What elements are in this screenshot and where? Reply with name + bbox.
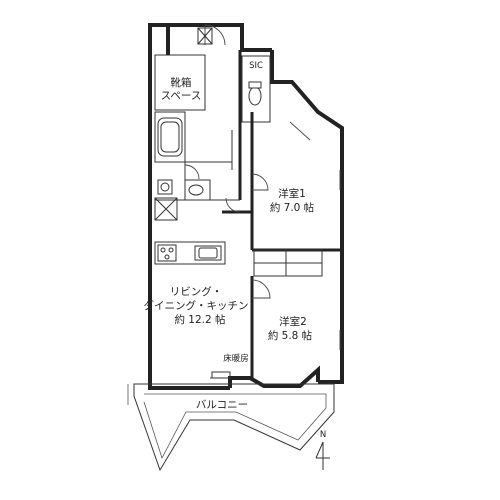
balcony-label: バルコニー (196, 399, 248, 411)
sic-label: SIC (249, 61, 263, 71)
compass-n-label: N (320, 430, 326, 440)
western1-name: 洋室1 (278, 187, 306, 200)
north-compass: N (315, 430, 330, 470)
western2-name: 洋室2 (279, 315, 307, 328)
ldk-size: 約 12.2 帖 (174, 313, 226, 326)
ldk-name-2: ダイニング・キッチン (144, 299, 249, 312)
floor-heating-label: 床暖房 (223, 353, 249, 364)
ldk-name-1: リビング・ (170, 285, 223, 298)
fixtures (157, 81, 262, 262)
shoe-space-label-1: 靴箱 (171, 76, 192, 89)
doors (184, 24, 341, 379)
room-labels: 靴箱 スペース SIC 洋室1 約 7.0 帖 リビング・ ダイニング・キッチン… (144, 61, 315, 411)
western1-size: 約 7.0 帖 (270, 201, 315, 214)
compass-arrow-icon (315, 441, 330, 470)
western2-size: 約 5.8 帖 (268, 329, 313, 342)
shoe-space-label-2: スペース (161, 90, 202, 102)
balcony (127, 383, 335, 472)
